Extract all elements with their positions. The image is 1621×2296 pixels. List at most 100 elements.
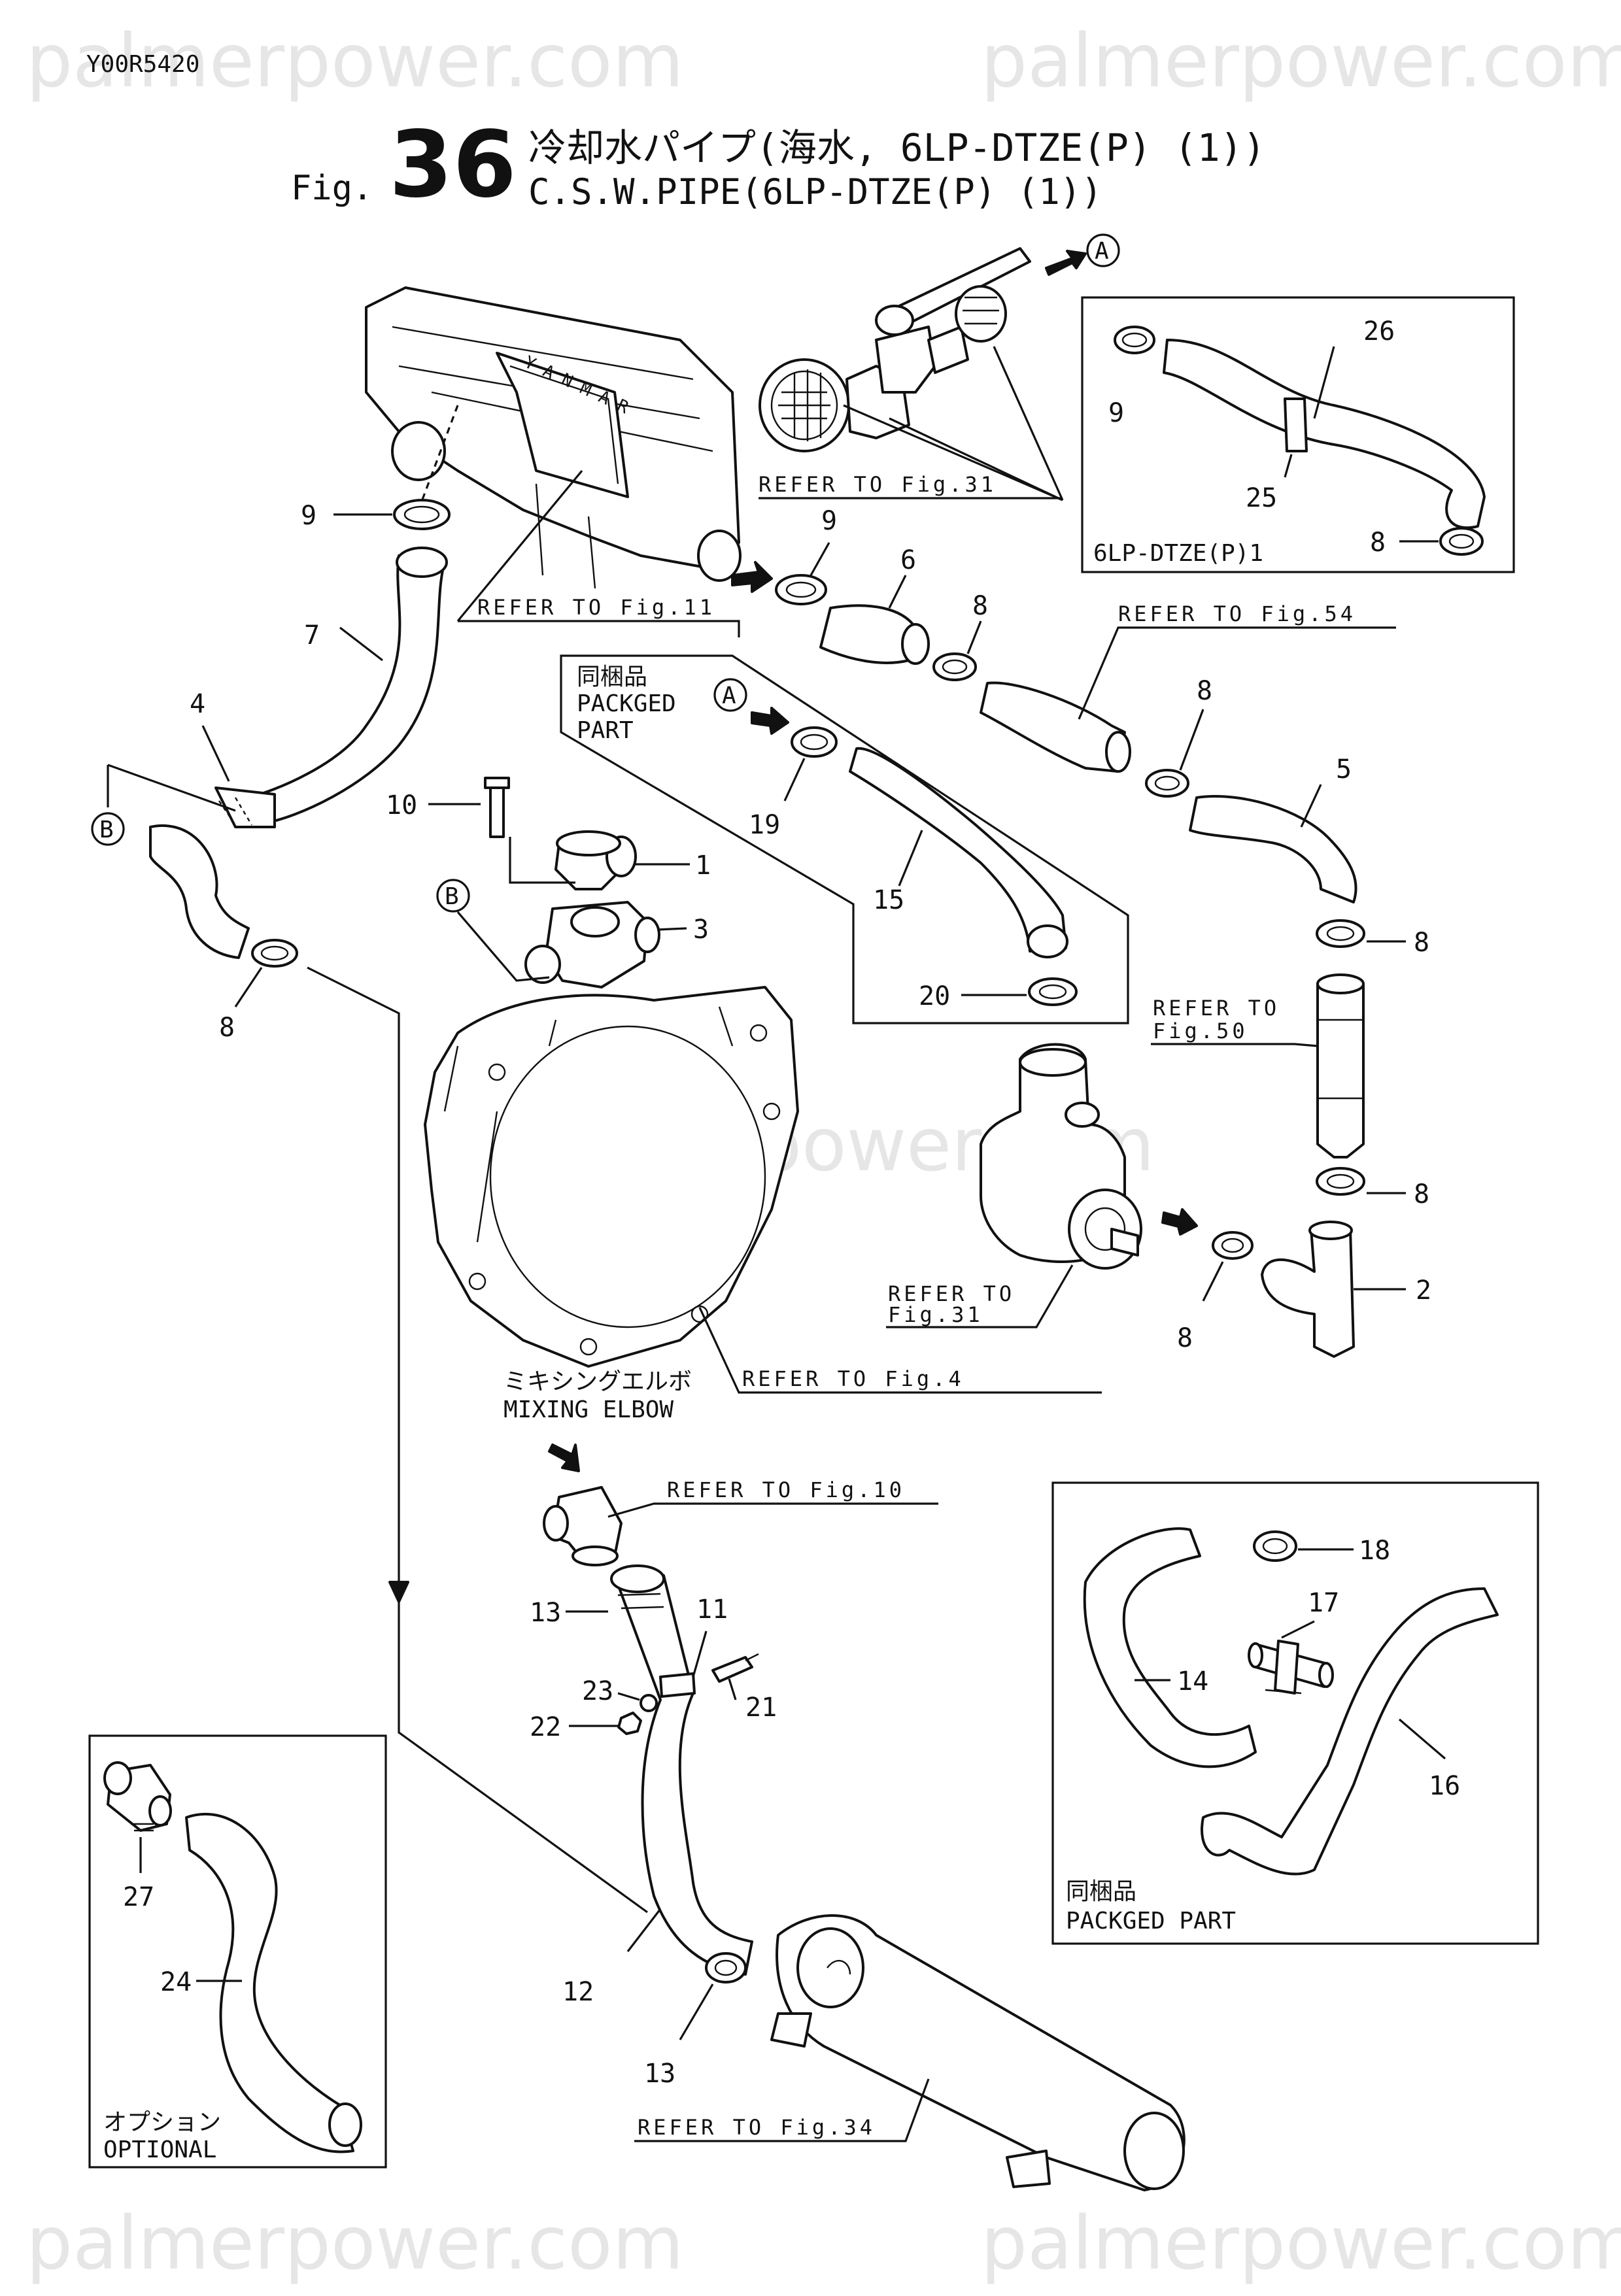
exhaust-hose-13-pipe-12: [613, 1569, 753, 1976]
leader-fig54: [1078, 626, 1396, 720]
leader-4: [201, 725, 230, 782]
refer-fig31-mid-2: Fig.31: [888, 1302, 983, 1327]
washer-23: [640, 1694, 658, 1712]
leader-12: [626, 1908, 662, 1952]
leader-9-mid: [810, 542, 830, 576]
callout-24: 24: [160, 1967, 192, 1997]
callout-13-upper: 13: [530, 1598, 561, 1628]
marker-a-packaged-label: A: [722, 683, 736, 709]
inset-hose-26: [1163, 339, 1486, 530]
mixing-elbow-fitting: [543, 1486, 623, 1566]
arrow-to-a-top: [1045, 250, 1087, 276]
flow-arrow-down: [388, 1581, 409, 1603]
leader-b-center: [456, 911, 550, 982]
callout-15: 15: [873, 885, 904, 915]
packaged-part-box: [560, 654, 1129, 1024]
callout-7: 7: [304, 620, 320, 650]
optional-en: OPTIONAL: [103, 2136, 216, 2163]
watermark-bottom-left: palmerpower.com: [26, 2201, 684, 2286]
leader-16: [1398, 1718, 1446, 1760]
leader-11: [692, 1630, 708, 1678]
seacock-valve: [759, 247, 1031, 452]
hose-7-end: [396, 547, 448, 578]
pipe-2: [1261, 1228, 1355, 1358]
document-code: Y00R5420: [86, 51, 199, 78]
leader-26: [1313, 346, 1335, 419]
leader-fig34: [634, 2078, 930, 2142]
callout-13-lower: 13: [644, 2059, 675, 2089]
bolt-10: [489, 780, 505, 838]
nut-22: [617, 1712, 642, 1735]
clamp-8-right-lower: [1316, 1167, 1365, 1196]
refer-fig31-top: REFER TO Fig.31: [759, 472, 997, 497]
clamp-8-left: [251, 939, 298, 968]
arrow-a-packaged: [751, 707, 789, 735]
refer-fig4: REFER TO Fig.4: [742, 1366, 964, 1391]
leader-6: [888, 575, 907, 609]
inset-model-variant: [1081, 296, 1515, 573]
optional-ja: オプション: [103, 2109, 221, 2136]
leader-fig50: [1151, 1043, 1318, 1047]
watermark-bottom-right: palmerpower.com: [981, 2201, 1621, 2286]
callout-5: 5: [1336, 754, 1352, 785]
hose-6: [819, 604, 917, 664]
hose-4-joint: [214, 786, 276, 828]
packaged-bottom-ja: 同梱品: [1066, 1878, 1136, 1905]
leader-21: [728, 1678, 737, 1700]
flywheel-housing: [424, 986, 799, 1368]
callout-12: 12: [562, 1977, 594, 2007]
marker-b-left-label: B: [99, 817, 114, 843]
callout-23: 23: [582, 1676, 613, 1706]
callout-19: 19: [749, 810, 780, 840]
tee-fitting-27: [103, 1761, 172, 1832]
leader-15: [898, 830, 923, 886]
connection-line-b: [307, 966, 648, 1914]
callout-18: 18: [1359, 1536, 1390, 1566]
leader-3: [657, 927, 687, 931]
heat-exchanger-manifold: Y A N M A R: [365, 286, 742, 589]
leader-fig4: [698, 1307, 1102, 1394]
hose-15: [849, 747, 1067, 953]
marker-b-left: [91, 812, 125, 846]
refer-fig31-mid-1: REFER TO: [888, 1281, 1015, 1306]
callout-9-upper: 9: [301, 501, 316, 531]
hose-24: [185, 1812, 354, 2153]
fig-number: 36: [389, 112, 517, 218]
temp-sensor-21: [711, 1656, 753, 1683]
leader-17: [1281, 1620, 1315, 1639]
callout-1: 1: [695, 851, 711, 881]
callout-14: 14: [1177, 1666, 1208, 1697]
hose-5: [1189, 795, 1357, 903]
callout-6: 6: [900, 545, 916, 575]
inset-band-25: [1284, 397, 1308, 452]
inset-packaged-bottom: [1051, 1481, 1539, 1945]
leader-8-right-upper: [1179, 709, 1204, 771]
clamp-9-mid: [775, 574, 827, 605]
arrow-into-manifold: [731, 561, 773, 593]
clamp-13-lower: [705, 1952, 747, 1984]
callout-16: 16: [1429, 1771, 1460, 1801]
hose-15-end: [1027, 924, 1068, 958]
clamp-8-right-mid: [1316, 919, 1365, 948]
callout-11: 11: [696, 1595, 728, 1625]
clamp-18: [1253, 1530, 1297, 1562]
leader-25: [1284, 454, 1293, 478]
packaged-part-en-1: PACKGED: [577, 690, 676, 717]
leader-13-lower: [679, 1984, 714, 2040]
fig-prefix: Fig.: [291, 169, 373, 208]
inset-model-label: 6LP-DTZE(P)1: [1093, 540, 1263, 567]
callout-8-left: 8: [219, 1013, 235, 1043]
callout-22: 22: [530, 1712, 561, 1742]
hose-b-short: [149, 824, 250, 959]
sea-water-pump: [980, 1043, 1142, 1270]
refer-fig50-2: Fig.50: [1153, 1019, 1248, 1043]
leader-8-pump: [1202, 1261, 1224, 1302]
leader-fig31-mid: [886, 1264, 1074, 1328]
refer-fig34: REFER TO Fig.34: [638, 2115, 876, 2140]
clamp-8-pump: [1212, 1231, 1254, 1260]
mixing-elbow-ja: ミキシングエルボ: [503, 1368, 692, 1395]
marker-a-packaged: [713, 678, 747, 712]
hose-14: [1083, 1527, 1257, 1768]
callout-21: 21: [745, 1693, 777, 1723]
